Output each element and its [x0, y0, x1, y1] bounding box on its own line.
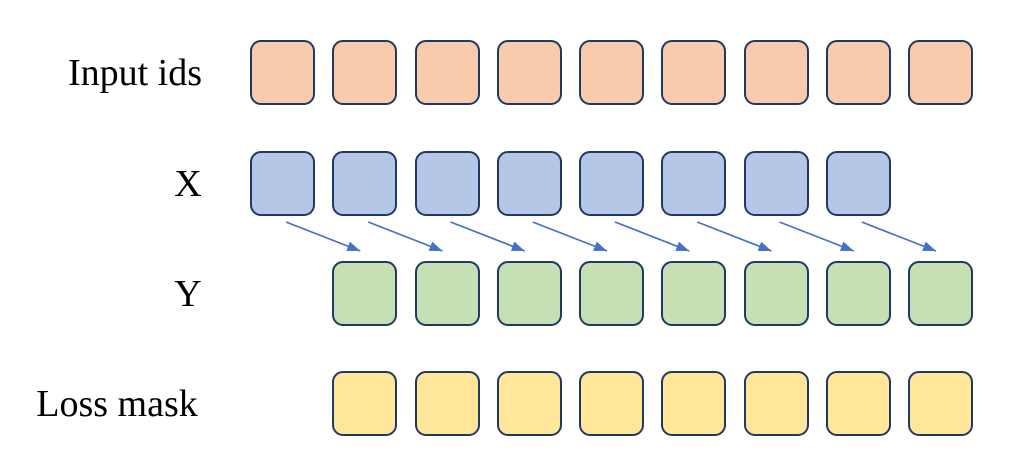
input-ids-cell	[743, 40, 809, 105]
loss-mask-cell	[579, 371, 644, 436]
input-ids-cell	[332, 40, 398, 105]
x-to-y-shift-arrow	[532, 221, 608, 252]
y-cell	[579, 261, 644, 326]
loss-mask-cell	[332, 371, 398, 436]
x-cell	[496, 151, 562, 216]
input-ids-cell	[908, 40, 973, 105]
loss-mask-cell	[661, 371, 727, 436]
y-cell	[825, 261, 891, 326]
loss-mask-cell	[414, 371, 480, 436]
y-cell	[332, 261, 398, 326]
y-cell	[743, 261, 809, 326]
input-ids-cell	[825, 40, 891, 105]
x-to-y-shift-arrow	[285, 221, 361, 252]
row-label-input-ids: Input ids	[67, 52, 203, 94]
input-ids-cell	[250, 40, 315, 105]
x-cell	[661, 151, 727, 216]
x-to-y-shift-arrow	[696, 221, 772, 252]
loss-mask-cell	[496, 371, 562, 436]
x-cell	[332, 151, 398, 216]
input-ids-cell	[496, 40, 562, 105]
y-cell	[908, 261, 973, 326]
y-cell	[661, 261, 727, 326]
row-label-y: Y	[174, 273, 202, 315]
x-to-y-shift-arrow	[614, 221, 690, 252]
row-label-loss-mask: Loss mask	[36, 383, 198, 425]
row-label-x: X	[174, 163, 202, 205]
y-cell	[496, 261, 562, 326]
x-to-y-shift-arrow	[367, 221, 443, 252]
x-cell	[250, 151, 315, 216]
input-ids-cell	[661, 40, 727, 105]
y-cell	[414, 261, 480, 326]
x-cell	[579, 151, 644, 216]
x-cell	[825, 151, 891, 216]
x-to-y-shift-arrow	[861, 221, 937, 252]
x-cell	[414, 151, 480, 216]
input-ids-cell	[579, 40, 644, 105]
loss-mask-cell	[825, 371, 891, 436]
x-cell	[743, 151, 809, 216]
loss-mask-cell	[908, 371, 973, 436]
loss-mask-cell	[743, 371, 809, 436]
x-to-y-shift-arrow	[450, 221, 526, 252]
input-ids-cell	[414, 40, 480, 105]
x-to-y-shift-arrow	[779, 221, 855, 252]
